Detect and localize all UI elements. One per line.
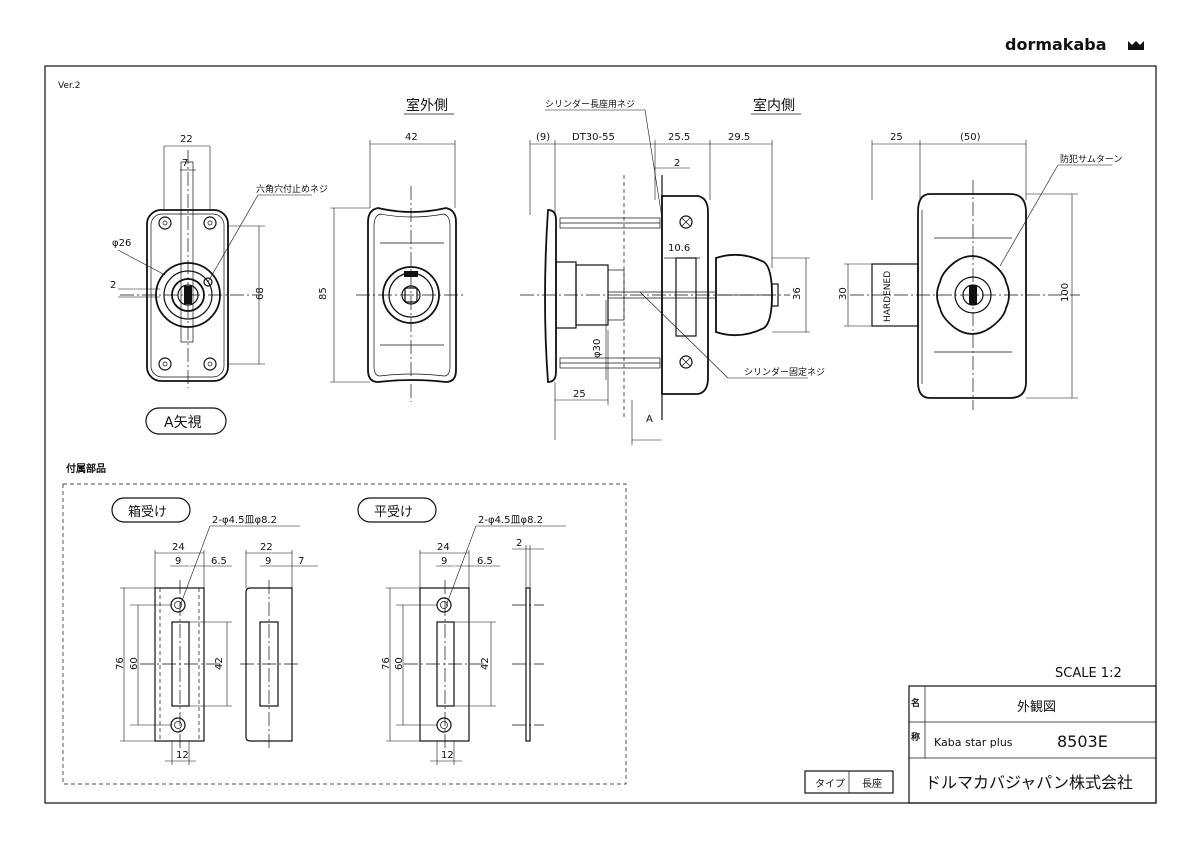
outdoor-escutcheon [367, 207, 457, 383]
dim-side-dia30: φ30 [592, 339, 603, 358]
outdoor-view: 42 85 [318, 132, 466, 402]
box-strike-side-w22: 22 [260, 542, 273, 553]
drawing-title: 外観図 [1017, 700, 1056, 715]
dim-indoor-100: 100 [1060, 283, 1071, 302]
box-strike-w24: 24 [172, 542, 185, 553]
box-strike-w9: 9 [175, 556, 181, 567]
accessories-label: 付属部品 [66, 462, 106, 475]
box-strike-h76: 76 [115, 657, 126, 670]
a-view-label: A矢視 [164, 415, 202, 431]
flat-strike-label: 平受け [374, 505, 413, 520]
version-label: Ver.2 [58, 81, 80, 91]
flat-strike: 平受け 2-φ4.5皿φ8.2 24 9 6.5 76 60 42 [357, 497, 566, 765]
dim-side-nine: (9) [536, 132, 550, 143]
flat-strike-w24: 24 [437, 542, 450, 553]
type-label: タイプ [815, 778, 845, 790]
indoor-side-label: 室内側 [753, 97, 795, 114]
dim-a-width: 22 [180, 134, 193, 145]
indoor-thumbturn [936, 255, 1010, 335]
callout-hex-screw: 六角穴付止めネジ [256, 183, 328, 195]
product-name: Kaba star plus [934, 736, 1013, 749]
hardened-label: HARDENED [883, 271, 893, 322]
box-strike-label: 箱受け [128, 504, 167, 520]
a-view-label-box [145, 407, 227, 435]
drawing-frame [44, 65, 1157, 804]
dim-side-dt: DT30-55 [572, 132, 615, 143]
name-label-2: 称 [911, 731, 920, 743]
flat-strike-side-w2: 2 [516, 538, 522, 549]
flat-strike-w9: 9 [441, 556, 447, 567]
box-strike-side-w9: 9 [265, 556, 271, 567]
dim-side-255: 25.5 [668, 132, 690, 143]
accessories-frame [62, 483, 627, 785]
flat-strike-w12: 12 [441, 750, 454, 761]
dim-indoor-50: (50) [960, 132, 981, 143]
box-strike-holes: 2-φ4.5皿φ8.2 [212, 515, 277, 526]
name-label-1: 名 [911, 697, 920, 709]
flat-strike-h60: 60 [394, 657, 405, 670]
callout-cylinder-long-screw: シリンダー長座用ネジ [545, 98, 635, 110]
flat-strike-h76: 76 [381, 657, 392, 670]
dim-a-slot: 7 [182, 158, 188, 169]
a-view: 22 7 φ26 2 68 六 [110, 134, 328, 388]
dim-outdoor-width: 42 [405, 132, 418, 143]
indoor-housing [917, 193, 1027, 399]
dim-a-dia: φ26 [112, 238, 131, 249]
box-strike-w12: 12 [176, 750, 189, 761]
box-strike: 箱受け 2-φ4.5皿φ8.2 24 9 6.5 76 60 [111, 497, 318, 765]
title-block: SCALE 1:2 名 称 外観図 Kaba star plus 8503E ド… [804, 666, 1157, 804]
a-view-body [146, 209, 229, 382]
brand-logo: dormakaba [1005, 35, 1144, 54]
dim-a-height: 68 [255, 287, 266, 300]
dim-a-gap: 2 [110, 280, 116, 291]
box-strike-h42: 42 [214, 657, 225, 670]
view-marker-a: A [646, 414, 653, 425]
dim-side-295: 29.5 [728, 132, 750, 143]
box-strike-w65: 6.5 [211, 556, 227, 567]
dim-side-two: 2 [674, 158, 680, 169]
flat-strike-h42: 42 [480, 657, 491, 670]
outdoor-side-label: 室外側 [406, 97, 448, 114]
dim-side-36: 36 [792, 287, 803, 300]
scale-label: SCALE 1:2 [1055, 666, 1122, 681]
callout-thumbturn: 防犯サムターン [1060, 153, 1122, 165]
box-strike-side-w7: 7 [298, 556, 304, 567]
flat-strike-holes: 2-φ4.5皿φ8.2 [478, 515, 543, 526]
type-value: 長座 [862, 777, 882, 790]
indoor-view: 25 (50) HARDENED 30 100 防犯サムターン [838, 132, 1122, 410]
callout-cylinder-fix-screw: シリンダー固定ネジ [744, 366, 825, 378]
crown-icon [1128, 41, 1144, 50]
side-view: (9) DT30-55 25.5 29.5 2 10.6 [520, 98, 825, 445]
dim-side-106: 10.6 [668, 243, 690, 254]
product-code: 8503E [1057, 732, 1108, 751]
brand-name: dormakaba [1005, 35, 1107, 54]
flat-strike-w65: 6.5 [477, 556, 493, 567]
company-name: ドルマカバジャパン株式会社 [925, 773, 1133, 792]
dim-outdoor-height: 85 [318, 287, 329, 300]
dim-indoor-25: 25 [890, 132, 903, 143]
dim-side-25: 25 [573, 389, 586, 400]
box-strike-h60: 60 [129, 657, 140, 670]
dim-indoor-30: 30 [838, 287, 849, 300]
